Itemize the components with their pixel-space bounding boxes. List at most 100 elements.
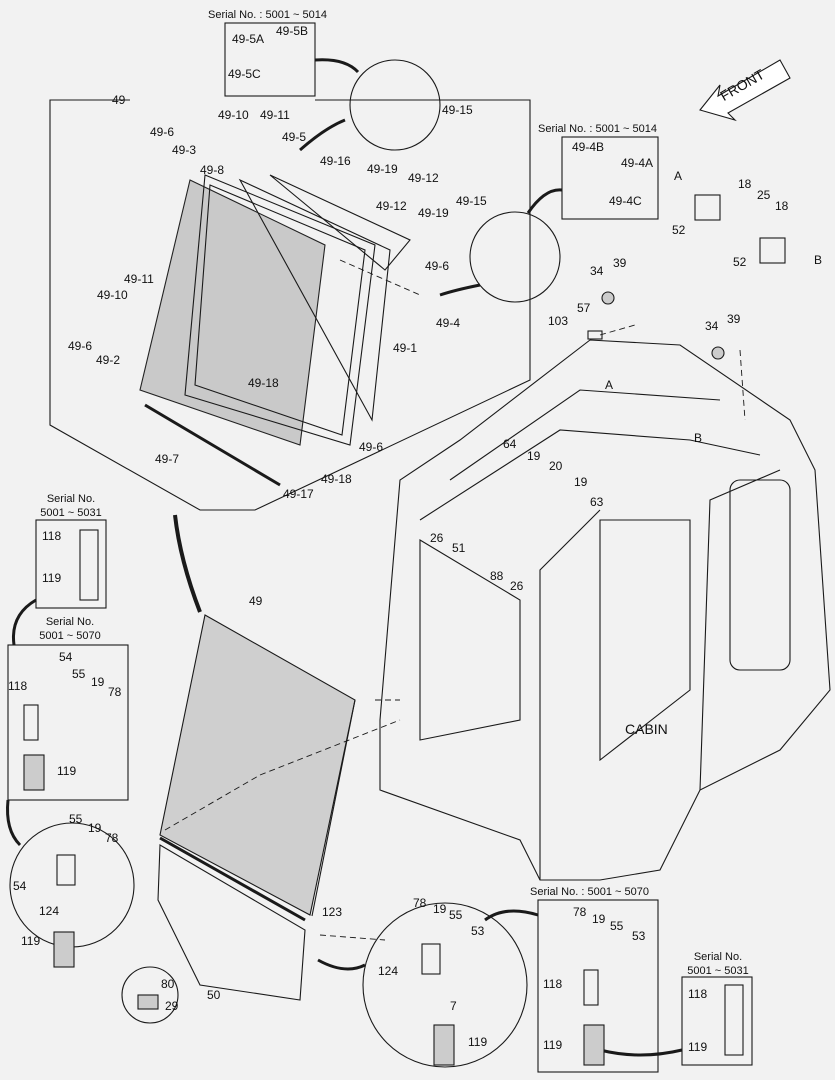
callout: 119 [688,1040,708,1054]
callout: 25 [757,188,771,202]
serial-line1: Serial No. [45,616,95,628]
callout: B [814,253,823,267]
detail-circle-hinge-mid [469,211,561,303]
callout: 39 [727,312,741,326]
callout: 119 [57,764,77,778]
callout: 19 [91,675,105,689]
callout: 119 [42,571,62,585]
door-panel-50 [157,844,306,1001]
callout: 49-17 [283,487,314,501]
callout: 20 [549,459,563,473]
serial-box-118-bottom [681,976,753,1066]
callout: 49-12 [408,171,439,185]
callout: 49-11 [124,272,154,286]
callout: 50 [207,988,221,1002]
callout: 57 [577,301,591,315]
callout: 53 [471,924,485,938]
serial-line1: Serial No. [46,493,96,505]
serial-label-49-4: Serial No. : 5001 ~ 5014 [538,123,657,135]
callout: 118 [42,529,62,543]
callout: 34 [705,319,719,333]
callout: 78 [108,685,122,699]
callout: 49-19 [367,162,398,176]
callout: 124 [39,904,60,918]
callout: 26 [510,579,524,593]
detail-circle-clip [121,966,179,1024]
callout: 19 [527,449,541,463]
detail-circle-hinge-top [349,59,441,151]
callout: 19 [88,821,102,835]
detail-circle-latch-right [362,902,528,1068]
callout: 49-16 [320,154,351,168]
callout: 119 [468,1035,488,1049]
callout: 78 [413,896,427,910]
callout: 78 [573,905,587,919]
callout: 49-4A [621,156,654,170]
callout: 49-5 [282,130,307,144]
callout: 29 [165,999,179,1013]
callout: 118 [543,977,563,991]
serial-box-49-4 [561,136,659,220]
callout: 7 [450,999,457,1013]
serial-box-5070-left [7,644,129,801]
callout: 88 [490,569,504,583]
serial-label-49-5: Serial No. : 5001 ~ 5014 [208,9,327,21]
callout: 51 [452,541,466,555]
serial-box-118-top [35,519,107,609]
assembly-frame [49,99,531,511]
window-panel-49 [159,614,356,916]
callout: 49-18 [248,376,279,390]
callout: 49-18 [321,472,352,486]
callout: 49-5B [276,24,309,38]
callout: 124 [378,964,399,978]
callout: 55 [610,919,624,933]
callout: 119 [21,934,41,948]
serial-line1: Serial No. [693,951,743,963]
callout: 53 [632,929,646,943]
callout: 54 [59,650,73,664]
callout: A [605,378,614,392]
callout: 55 [449,908,463,922]
callout: 118 [688,987,708,1001]
callout: 118 [8,679,28,693]
serial-line2: 5001 ~ 5031 [687,964,749,977]
glass-frame [184,174,376,446]
front-arrow-shape [699,59,791,122]
callout: 49 [249,594,263,608]
serial-line2: 5001 ~ 5031 [40,506,102,519]
callout: 49-10 [218,108,249,122]
cabin-label: CABIN [625,721,668,737]
callout: 123 [322,905,343,919]
callout: 64 [503,437,517,451]
callout: 19 [574,475,588,489]
cabin-body [379,339,831,881]
callout: 49-5A [232,32,265,46]
callout: 78 [105,831,119,845]
callout: 49-8 [200,163,225,177]
callout: 19 [592,912,606,926]
callout: 19 [433,902,447,916]
callout: 18 [738,177,752,191]
callout: 49-6 [150,125,175,139]
callout: 39 [613,256,627,270]
callout: 49-6 [68,339,93,353]
serial-label-5070-right: Serial No. : 5001 ~ 5070 [530,886,649,898]
serial-label-118-bottom: Serial No.5001 ~ 5031 [678,951,758,979]
callout: 49-7 [155,452,180,466]
callout: 49-11 [260,108,290,122]
callout: 49-2 [96,353,121,367]
callout: 49-1 [393,341,418,355]
callout: 52 [672,223,686,237]
callout: 49-12 [376,199,407,213]
callout: 55 [72,667,86,681]
callout: 18 [775,199,789,213]
callout: 119 [543,1038,563,1052]
serial-line2: 5001 ~ 5070 [39,629,101,642]
callout: 49-6 [359,440,384,454]
callout: 49-4B [572,140,605,154]
callout: 103 [548,314,569,328]
callout: 49-15 [456,194,487,208]
callout: A [674,169,683,183]
